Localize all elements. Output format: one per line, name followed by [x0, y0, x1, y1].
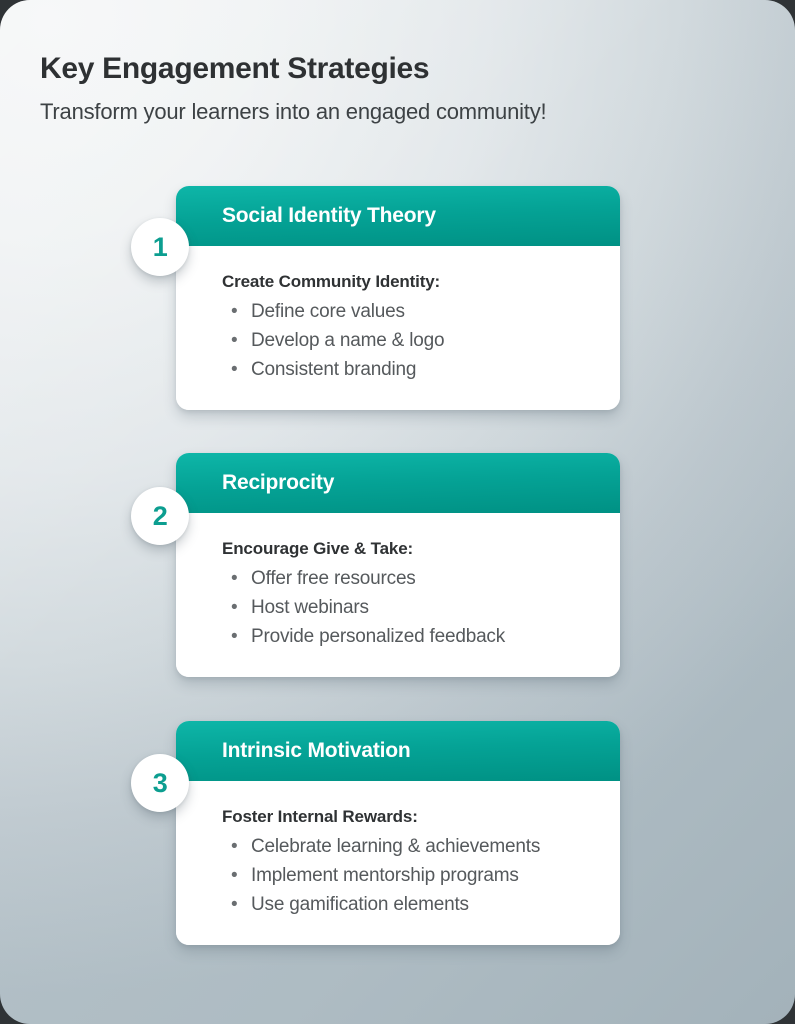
- strategy-card-2[interactable]: Reciprocity Encourage Give & Take: • Offe…: [176, 453, 620, 678]
- bullet-dot-icon: •: [231, 301, 238, 322]
- step-badge-1: 1: [131, 218, 189, 276]
- bullet-dot-icon: •: [231, 568, 238, 589]
- strategy-subhead-1: Create Community Identity:: [222, 272, 441, 291]
- strategy-title-2: Reciprocity: [222, 471, 335, 494]
- strategy-subhead-2: Encourage Give & Take:: [222, 539, 414, 558]
- list-item: • Use gamification elements: [222, 890, 592, 919]
- page-subtitle: Transform your learners into an engaged …: [40, 99, 547, 124]
- list-item-label: Implement mentorship programs: [251, 865, 519, 887]
- step-badge-3: 3: [131, 754, 189, 812]
- list-item-label: Offer free resources: [251, 568, 416, 589]
- bullet-dot-icon: •: [231, 836, 238, 857]
- strategy-bullet-list-1: • Define core values • Develop a name & lo…: [222, 297, 592, 384]
- strategy-card-1[interactable]: Social Identity Theory Create Community …: [176, 186, 620, 411]
- list-item-label: Develop a name & logo: [251, 330, 445, 352]
- header-block: Key Engagement Strategies Transform your…: [40, 52, 740, 125]
- strategy-card-body-3: Foster Internal Rewards: • Celebrate lear…: [176, 781, 620, 946]
- strategy-bullet-list-3: • Celebrate learning & achievements • Impl…: [222, 832, 592, 919]
- list-item-label: Provide personalized feedback: [251, 626, 506, 648]
- strategy-card-body-2: Encourage Give & Take: • Offer free resou…: [176, 513, 620, 678]
- strategy-subhead-3: Foster Internal Rewards:: [222, 807, 418, 826]
- list-item-label: Define core values: [251, 301, 405, 322]
- step-badge-2: 2: [131, 487, 189, 545]
- page-title: Key Engagement Strategies: [40, 52, 430, 85]
- bullet-dot-icon: •: [231, 626, 238, 648]
- strategy-card-3[interactable]: Intrinsic Motivation Foster Internal Rew…: [176, 721, 620, 946]
- list-item: • Offer free resources: [222, 564, 592, 593]
- bullet-dot-icon: •: [231, 597, 238, 619]
- list-item: • Develop a name & logo: [222, 326, 592, 355]
- bullet-dot-icon: •: [231, 894, 238, 916]
- list-item-label: Consistent branding: [251, 359, 417, 381]
- list-item-label: Celebrate learning & achievements: [251, 836, 541, 857]
- bullet-dot-icon: •: [231, 330, 238, 352]
- strategy-card-header-1: Social Identity Theory: [176, 186, 620, 246]
- bullet-dot-icon: •: [231, 865, 238, 887]
- list-item: • Host webinars: [222, 593, 592, 622]
- strategy-card-body-1: Create Community Identity: • Define core …: [176, 246, 620, 411]
- strategy-bullet-list-2: • Offer free resources • Host webinars • Pr…: [222, 564, 592, 651]
- strategy-card-header-3: Intrinsic Motivation: [176, 721, 620, 781]
- list-item: • Implement mentorship programs: [222, 861, 592, 890]
- step-badge-number-1: 1: [152, 231, 168, 262]
- bullet-dot-icon: •: [231, 359, 238, 381]
- list-item-label: Host webinars: [251, 597, 369, 619]
- list-item: • Provide personalized feedback: [222, 622, 592, 651]
- list-item: • Define core values: [222, 297, 592, 326]
- step-badge-number-3: 3: [152, 767, 168, 798]
- strategy-title-1: Social Identity Theory: [222, 204, 436, 227]
- strategy-card-header-2: Reciprocity: [176, 453, 620, 513]
- list-item: • Celebrate learning & achievements: [222, 832, 592, 861]
- strategy-title-3: Intrinsic Motivation: [222, 739, 411, 762]
- list-item-label: Use gamification elements: [251, 894, 469, 916]
- step-badge-number-2: 2: [152, 500, 168, 531]
- list-item: • Consistent branding: [222, 355, 592, 384]
